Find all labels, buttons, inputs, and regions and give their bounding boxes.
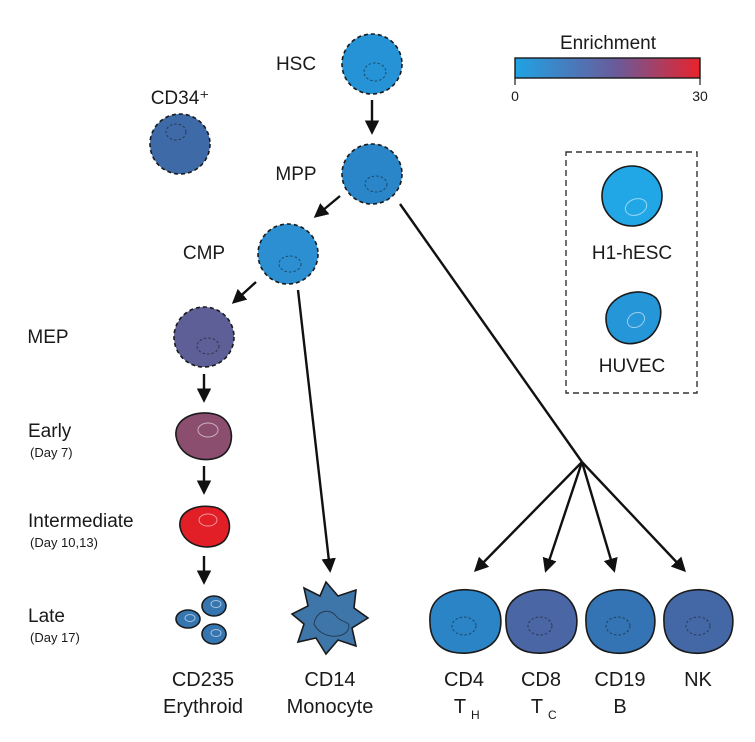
colorbar-title: Enrichment bbox=[560, 33, 657, 54]
bottom-labels: CD235 Erythroid CD14 Monocyte CD4 T H CD… bbox=[163, 669, 713, 722]
late-cells bbox=[175, 595, 227, 645]
late-day-label: (Day 17) bbox=[30, 630, 80, 645]
cd8-cell bbox=[505, 588, 578, 654]
th-subscript: H bbox=[471, 708, 480, 722]
hsc-cell bbox=[341, 33, 403, 95]
cmp-cell bbox=[257, 223, 319, 285]
intermediate-day-label: (Day 10,13) bbox=[30, 535, 98, 550]
tc-label: T bbox=[531, 696, 543, 718]
nk-cell bbox=[663, 588, 734, 654]
b-label: B bbox=[613, 696, 626, 718]
intermediate-cell bbox=[179, 505, 231, 548]
arrow-to-cd8 bbox=[542, 461, 584, 573]
th-label: T bbox=[454, 696, 466, 718]
cd19-label: CD19 bbox=[594, 669, 645, 691]
arrow-to-cd4 bbox=[473, 461, 583, 573]
early-day-label: (Day 7) bbox=[30, 445, 73, 460]
huvec-cell bbox=[605, 291, 662, 345]
mep-cell bbox=[173, 306, 235, 368]
cmp-label: CMP bbox=[183, 243, 225, 264]
colorbar: Enrichment 0 30 bbox=[511, 33, 708, 104]
arrow-to-cd19 bbox=[580, 461, 618, 573]
nk-label: NK bbox=[684, 669, 712, 691]
colorbar-max-label: 30 bbox=[692, 88, 708, 104]
cd4-cell bbox=[429, 588, 502, 654]
colorbar-gradient bbox=[514, 57, 701, 79]
cd34-cell bbox=[149, 113, 211, 175]
reference-box: H1-hESC HUVEC bbox=[565, 151, 698, 394]
early-label: Early bbox=[28, 421, 72, 442]
late-label: Late bbox=[28, 606, 65, 627]
cd19-cell bbox=[585, 588, 656, 654]
mpp-cell bbox=[341, 143, 403, 205]
h1-hesc-label: H1-hESC bbox=[592, 243, 672, 264]
arrow-mpp-cmp bbox=[313, 195, 341, 218]
mpp-label: MPP bbox=[275, 164, 316, 185]
cd14-label: CD14 bbox=[304, 669, 355, 691]
cd14-monocyte-cell bbox=[290, 580, 370, 656]
cd4-label: CD4 bbox=[444, 669, 484, 691]
cd235-label: CD235 bbox=[172, 669, 234, 691]
huvec-label: HUVEC bbox=[599, 356, 666, 377]
arrow-cmp-monocyte bbox=[296, 289, 336, 573]
intermediate-label: Intermediate bbox=[28, 511, 134, 532]
mep-label: MEP bbox=[27, 327, 68, 348]
tc-subscript: C bbox=[548, 708, 557, 722]
monocyte-label: Monocyte bbox=[287, 696, 374, 718]
cd34-label: CD34⁺ bbox=[151, 88, 210, 109]
arrow-cmp-mep bbox=[231, 281, 257, 304]
early-cell bbox=[175, 412, 233, 461]
hsc-label: HSC bbox=[276, 54, 316, 75]
arrow-to-nk bbox=[581, 461, 686, 573]
arrow-mpp-lymphoid bbox=[399, 203, 583, 463]
cd8-label: CD8 bbox=[521, 669, 561, 691]
colorbar-min-label: 0 bbox=[511, 88, 519, 104]
erythroid-label: Erythroid bbox=[163, 696, 243, 718]
h1-hesc-cell bbox=[601, 165, 663, 227]
